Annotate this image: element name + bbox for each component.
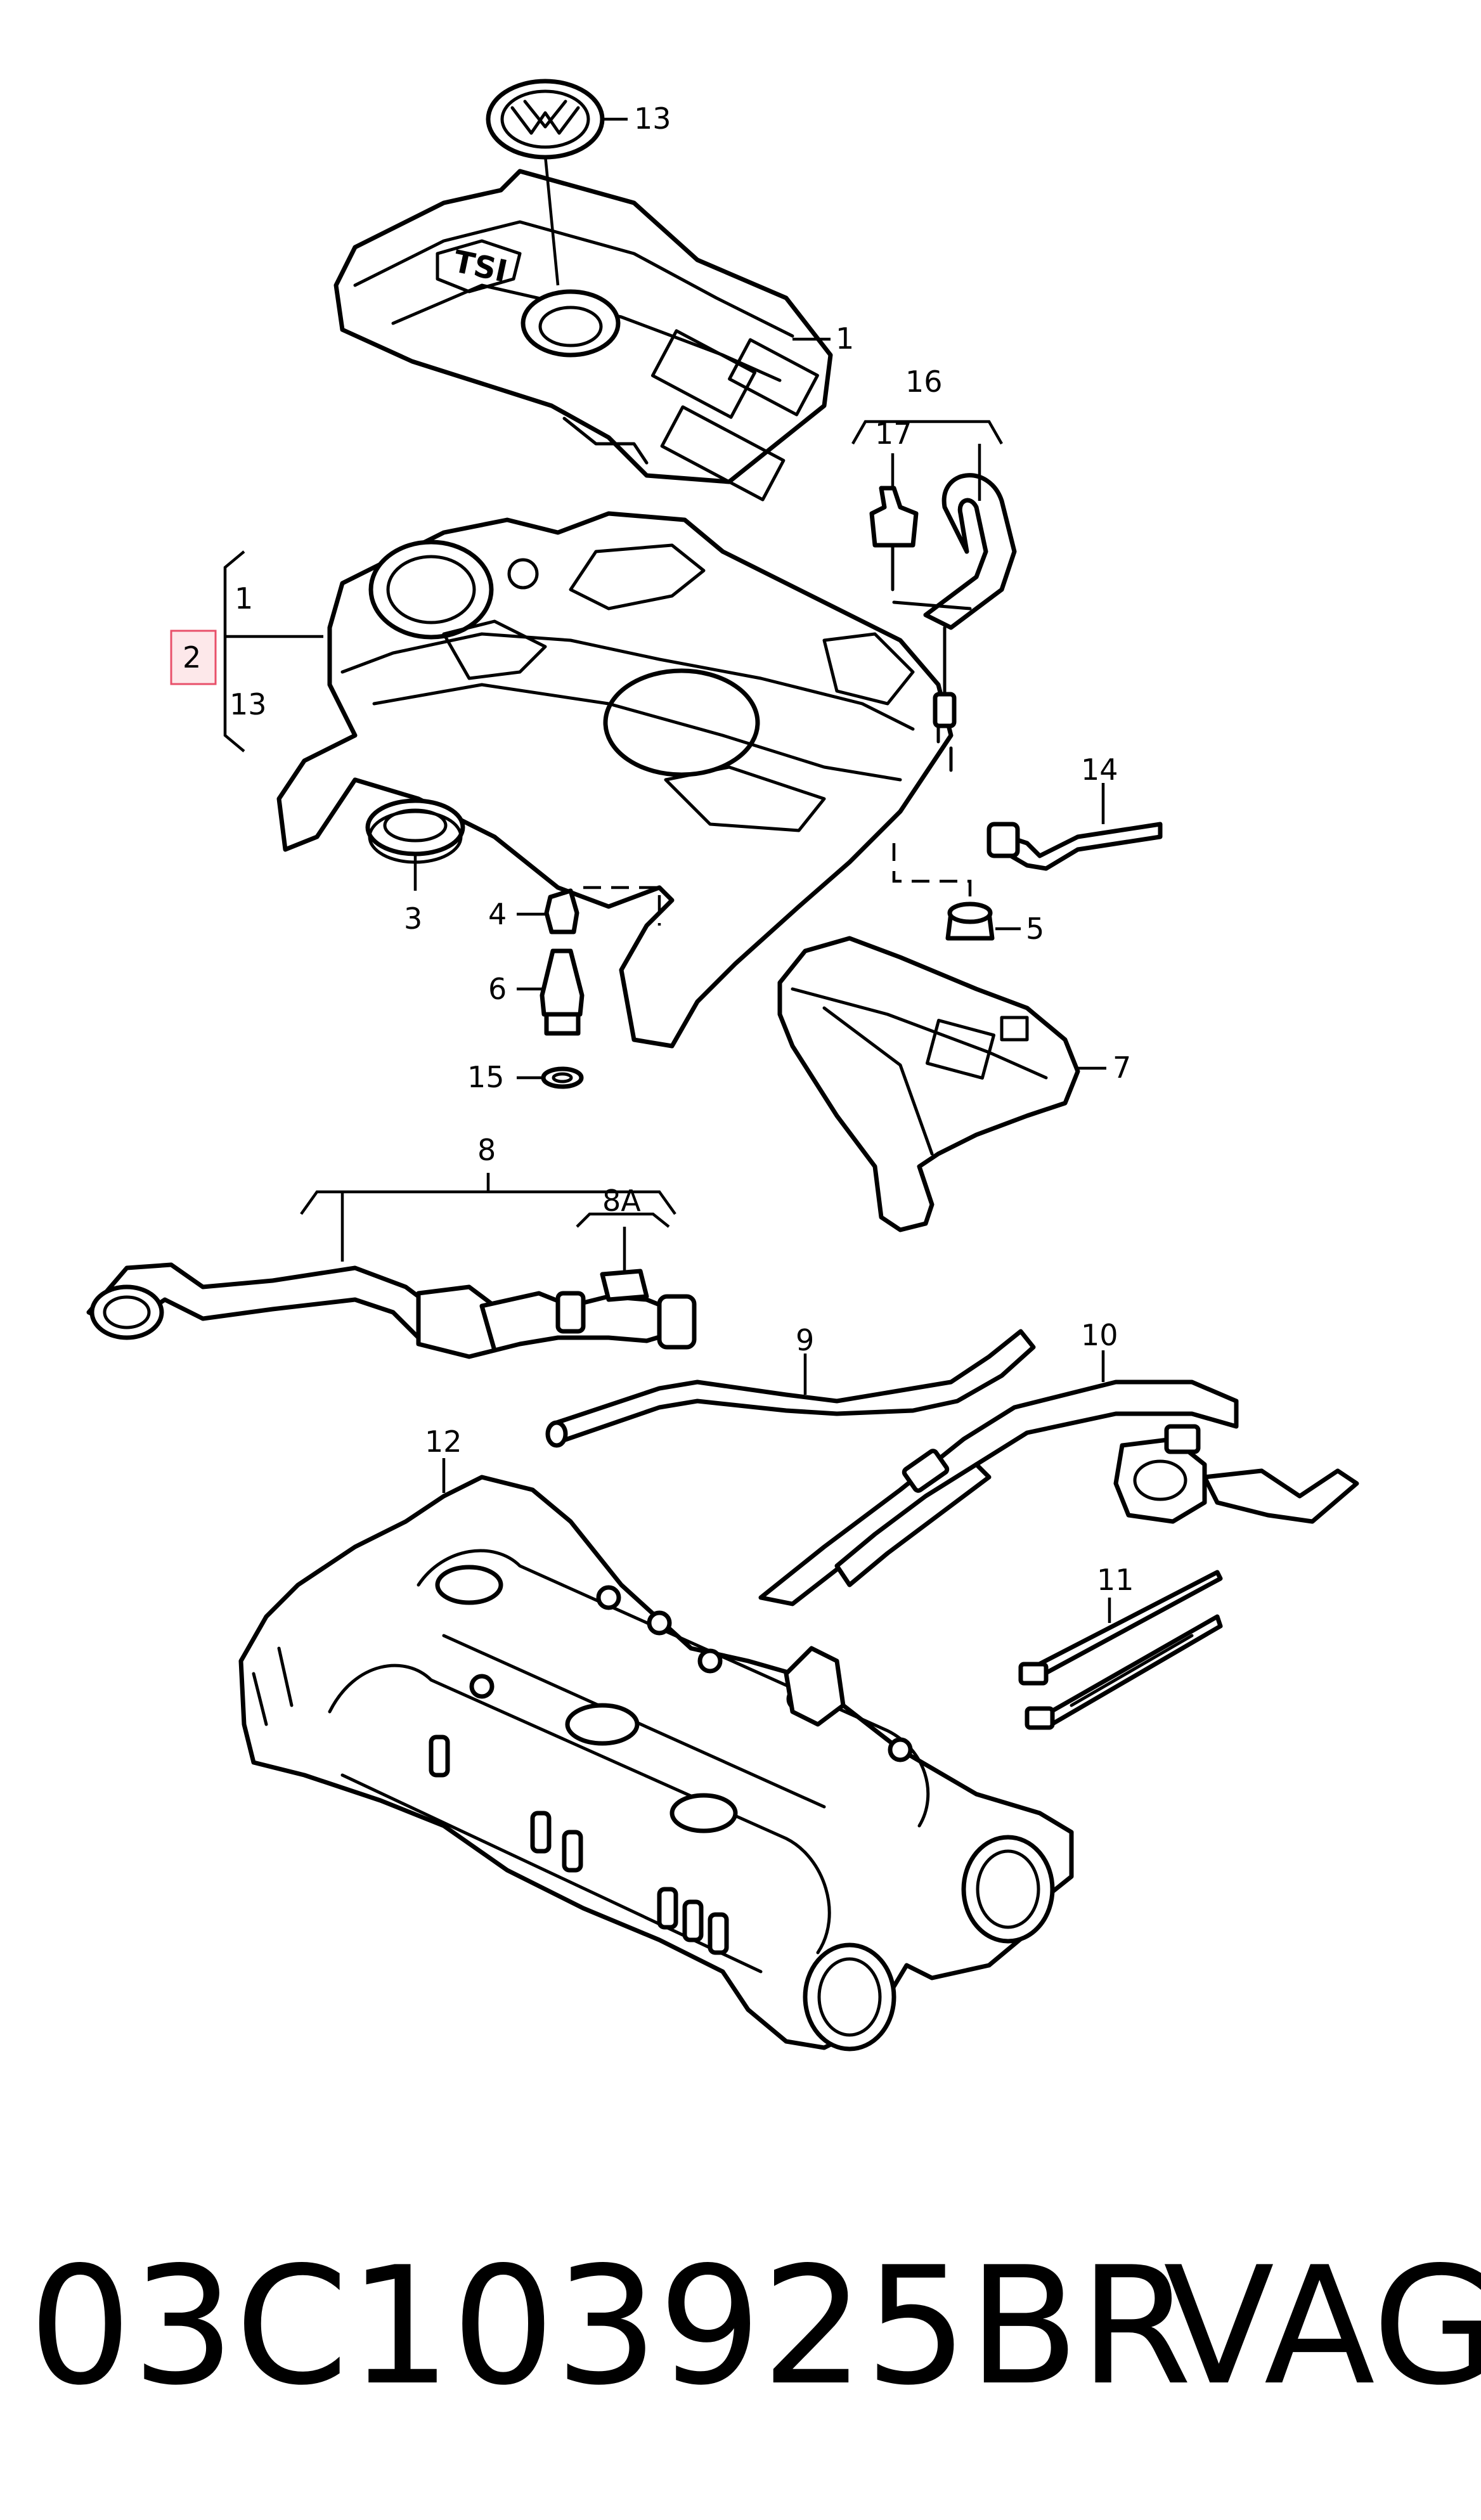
breather-hose-8-part — [86, 1173, 697, 1359]
engine-cover-lower-part — [225, 511, 954, 1049]
hose-16-part — [851, 420, 1017, 728]
callout-13-emblem: 13 — [634, 101, 671, 136]
cable-ties-part — [1018, 1570, 1223, 1730]
callout-3: 3 — [404, 901, 422, 936]
callout-labels: 13 1 16 17 14 3 4 5 6 7 15 8 8A 9 10 12 … — [404, 101, 1134, 1597]
hose-10-part — [758, 1350, 1359, 1606]
callout-16: 16 — [905, 365, 943, 399]
callout-13-bracket: 13 — [230, 687, 267, 721]
callout-14: 14 — [1081, 753, 1118, 787]
callout-4: 4 — [488, 897, 507, 931]
part-number: 03C103925BR — [29, 2232, 1193, 2421]
callout-10: 10 — [1081, 1318, 1118, 1352]
callout-1-bracket: 1 — [235, 581, 253, 616]
intake-manifold-part — [238, 1458, 1074, 2052]
brand-label: VAG — [1163, 2232, 1481, 2421]
hose-14-part — [986, 783, 1163, 871]
vw-emblem-part — [486, 79, 628, 160]
callout-9: 9 — [796, 1323, 814, 1357]
callout-8: 8 — [477, 1133, 496, 1167]
engine-cover-upper-part: TSI — [333, 155, 833, 501]
callout-12: 12 — [425, 1425, 462, 1459]
callout-17: 17 — [875, 417, 912, 451]
callout-11: 11 — [1097, 1563, 1134, 1597]
callout-bracket-2: 1 2 13 — [170, 550, 267, 753]
hose-9-part — [545, 1329, 1036, 1448]
grommet-part — [365, 798, 465, 891]
highlighted-callout-box — [170, 630, 217, 685]
callout-1-cover: 1 — [836, 321, 854, 356]
callout-8A: 8A — [602, 1184, 641, 1218]
callout-15: 15 — [467, 1060, 505, 1094]
callout-6: 6 — [488, 972, 507, 1006]
callout-7: 7 — [1113, 1050, 1131, 1085]
callout-2: 2 — [183, 640, 201, 675]
grommet-right-part — [892, 843, 1021, 941]
callout-5: 5 — [1026, 912, 1044, 946]
intake-duct-part — [777, 936, 1106, 1232]
part-footer: 03C103925BR VAG — [29, 2219, 1481, 2434]
clip-stud-parts — [517, 886, 661, 1089]
